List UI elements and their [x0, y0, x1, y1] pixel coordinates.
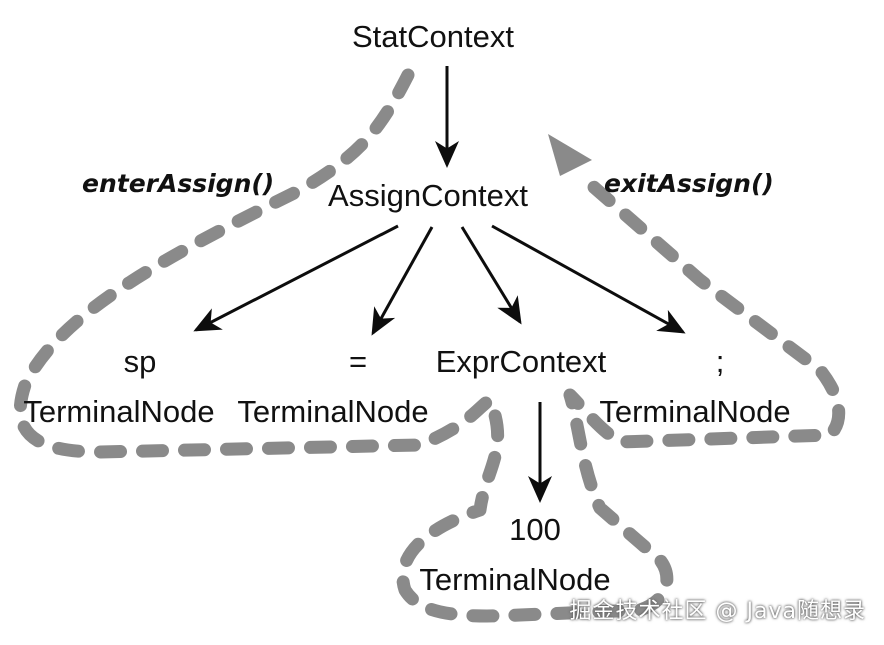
- walk-direction-arrow: [548, 134, 592, 176]
- node-sp-terminal: TerminalNode: [23, 394, 214, 429]
- node-num-token: 100: [509, 512, 561, 547]
- edge-assign-to-sp: [193, 224, 399, 332]
- node-eq-terminal: TerminalNode: [237, 394, 428, 429]
- node-expr-context: ExprContext: [436, 344, 607, 379]
- watermark-text: 掘金技术社区 @ Java随想录: [569, 599, 866, 624]
- exit-assign-label: exitAssign(): [604, 169, 774, 198]
- node-eq-token: =: [349, 344, 367, 379]
- node-semi-token: ;: [716, 344, 725, 379]
- node-semi-terminal: TerminalNode: [599, 394, 790, 429]
- enter-assign-label: enterAssign(): [82, 169, 274, 198]
- edge-assign-to-eq: [371, 226, 434, 336]
- edge-assign-to-expr: [460, 226, 522, 325]
- node-sp-token: sp: [124, 344, 157, 379]
- node-num-terminal: TerminalNode: [419, 562, 610, 597]
- tree-walk-path: [13, 68, 846, 623]
- edge-assign-to-semi: [491, 224, 686, 334]
- node-assign-context: AssignContext: [328, 178, 528, 213]
- node-stat-context: StatContext: [352, 19, 514, 54]
